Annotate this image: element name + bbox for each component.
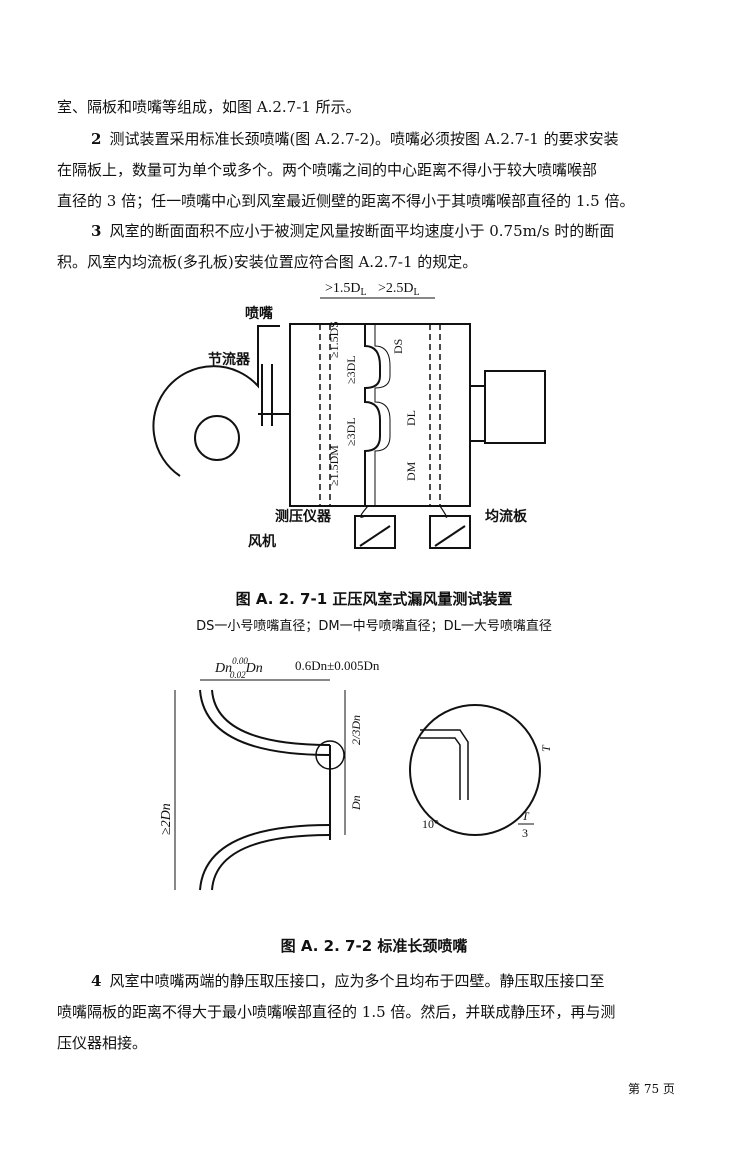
label-flow-plate: 均流板 [485,508,528,525]
nozzle-partition [364,324,381,506]
paragraph-number: 4 [91,972,102,990]
paragraph-intro: 室、隔板和喷嘴等组成，如图 A.2.7-1 所示。 [57,92,695,123]
manometer-right [429,515,471,549]
dim-v4: ≥1.5DM [327,445,341,486]
dim-right-mid: Dn [349,795,363,811]
fan-inlet-circle [194,415,240,461]
dim-spacing: 0.6Dn±0.005Dn [295,658,380,673]
dim-v3: ≥3DL [344,417,358,446]
paragraph-line: 在隔板上，数量可为单个或多个。两个喷嘴之间的中心距离不得小于较大喷嘴喉部 [57,161,598,179]
label-throttle: 节流器 [208,351,251,368]
dim-top-right: >2.5DL [378,281,420,298]
paragraph-line: 压仪器相接。 [57,1034,148,1052]
nozzle-lower-curve [199,824,331,891]
label-fan: 风机 [248,533,276,550]
outlet-duct [484,370,546,444]
label-manometer: 测压仪器 [275,508,332,525]
figure1-legend: DS一小号喷嘴直径；DM一中号喷嘴直径；DL一大号喷嘴直径 [196,619,552,634]
manometer-left [354,515,396,549]
label-nozzle: 喷嘴 [245,305,273,322]
page-number: 第 75 页 [628,1082,675,1096]
paragraph-number: 3 [91,222,102,240]
paragraph-line: 直径的 3 倍；任一喷嘴中心到风室最近侧壁的距离不得小于其喷嘴喉部直径的 1.5… [57,192,635,210]
dim-dm: DM [404,461,418,481]
nozzle-upper-curve [199,689,331,756]
detail-marker-circle [315,740,345,770]
dim-right-top: 2/3Dn [349,715,363,745]
detail-t3-num: T [522,809,530,823]
dim-v1: ≥1.5DS [327,321,341,358]
paragraph-4: 4 风室中喷嘴两端的静压取压接口，应为多个且均布于四壁。静压取压接口至 喷嘴隔板的… [57,966,695,1059]
detail-t: T [539,744,553,752]
dim-v2: ≥3DL [344,355,358,384]
paragraph-line: 喷嘴隔板的距离不得大于最小喷嘴喉部直径的 1.5 倍。然后，并联成静压环，再与测 [57,1003,616,1021]
paragraph-2: 2 测试装置采用标准长颈喷嘴(图 A.2.7-2)。喷嘴必须按图 A.2.7-1 … [57,124,695,217]
detail-t3-den: 3 [522,826,528,840]
dim-left: ≥2Dn [159,803,174,835]
paragraph-number: 2 [91,130,102,148]
paragraph-line: 测试装置采用标准长颈喷嘴(图 A.2.7-2)。喷嘴必须按图 A.2.7-1 的… [109,130,619,148]
dim-ds: DS [391,339,405,354]
figure-test-apparatus: >1.5DL >2.5DL ≥1.5DS ≥3DL ≥3DL ≥1.5DM DS… [152,281,546,550]
figure1-caption: 图 A. 2. 7-1 正压风室式漏风量测试装置 [235,590,513,608]
paragraph-line: 积。风室内均流板(多孔板)安装位置应符合图 A.2.7-1 的规定。 [57,253,478,271]
paragraph-line: 风室中喷嘴两端的静压取压接口，应为多个且均布于四壁。静压取压接口至 [109,972,605,990]
pressure-chamber [289,323,471,507]
fan-housing [152,325,280,477]
detail-view-circle [409,704,541,836]
detail-angle: 10° [422,817,439,831]
paragraph-text: 室、隔板和喷嘴等组成，如图 A.2.7-1 所示。 [57,98,361,116]
dim-top-left: >1.5DL [325,281,367,298]
dim-dl: DL [404,410,418,426]
figure2-caption: 图 A. 2. 7-2 标准长颈喷嘴 [280,937,468,955]
paragraph-line: 风室的断面面积不应小于被测定风量按断面平均速度小于 0.75m/s 时的断面 [109,222,615,240]
